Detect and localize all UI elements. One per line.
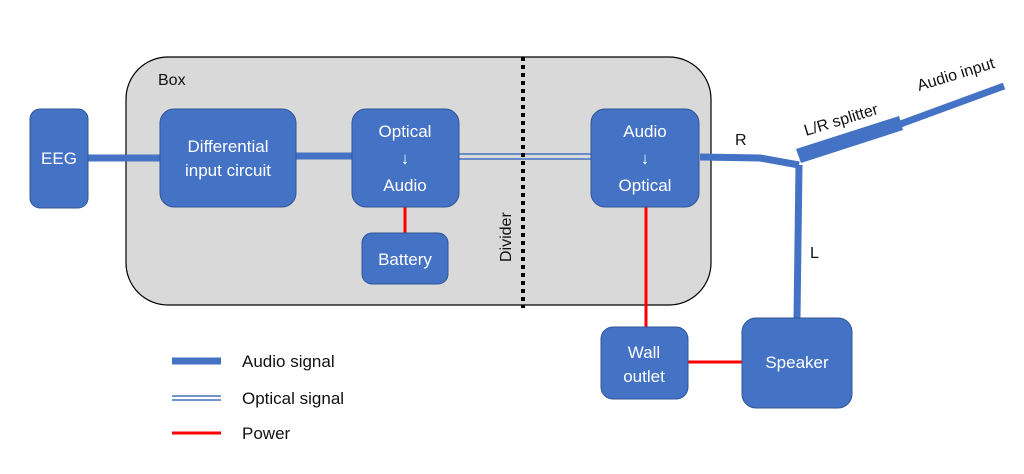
node-speaker: Speaker xyxy=(741,317,853,409)
optical-to-audio-line2: Audio xyxy=(383,176,426,195)
divider-label: Divider xyxy=(498,212,515,262)
audio-line-converter-to-splitter-r xyxy=(699,153,800,169)
legend-optical-label: Optical signal xyxy=(242,389,344,408)
speaker-label: Speaker xyxy=(765,353,829,372)
r-channel-label: R xyxy=(735,132,747,149)
optical-to-audio-arrow: ↓ xyxy=(401,149,410,168)
node-battery: Battery xyxy=(361,232,449,285)
audio-signal-connections xyxy=(88,82,1006,319)
audio-to-optical-line1: Audio xyxy=(623,122,666,141)
node-differential-input-circuit: Differential input circuit xyxy=(159,108,297,208)
box-label: Box xyxy=(158,72,186,89)
node-eeg: EEG xyxy=(29,108,89,209)
node-wall-outlet: Wall outlet xyxy=(600,326,689,400)
wall-outlet-line2: outlet xyxy=(623,367,665,386)
l-channel-label: L xyxy=(810,245,819,262)
audio-line-splitter-to-speaker-l xyxy=(793,164,803,319)
audio-to-optical-line2: Optical xyxy=(619,176,672,195)
audio-to-optical-arrow: ↓ xyxy=(641,149,650,168)
audio-input-cable xyxy=(893,82,1006,130)
optical-to-audio-line1: Optical xyxy=(379,122,432,141)
legend-audio-label: Audio signal xyxy=(242,352,335,371)
node-audio-to-optical: Audio ↓ Optical xyxy=(590,108,700,208)
battery-label: Battery xyxy=(378,250,432,269)
power-connections xyxy=(403,207,742,364)
differential-label-line1: Differential xyxy=(188,137,269,156)
eeg-label: EEG xyxy=(41,149,77,168)
legend-power-label: Power xyxy=(242,424,291,443)
lr-splitter-body xyxy=(796,116,903,163)
differential-label-line2: input circuit xyxy=(185,161,271,180)
wall-outlet-line1: Wall xyxy=(628,343,660,362)
node-optical-to-audio: Optical ↓ Audio xyxy=(351,108,460,208)
legend: Audio signal Optical signal Power xyxy=(172,352,344,443)
audio-input-label: Audio input xyxy=(915,55,997,95)
